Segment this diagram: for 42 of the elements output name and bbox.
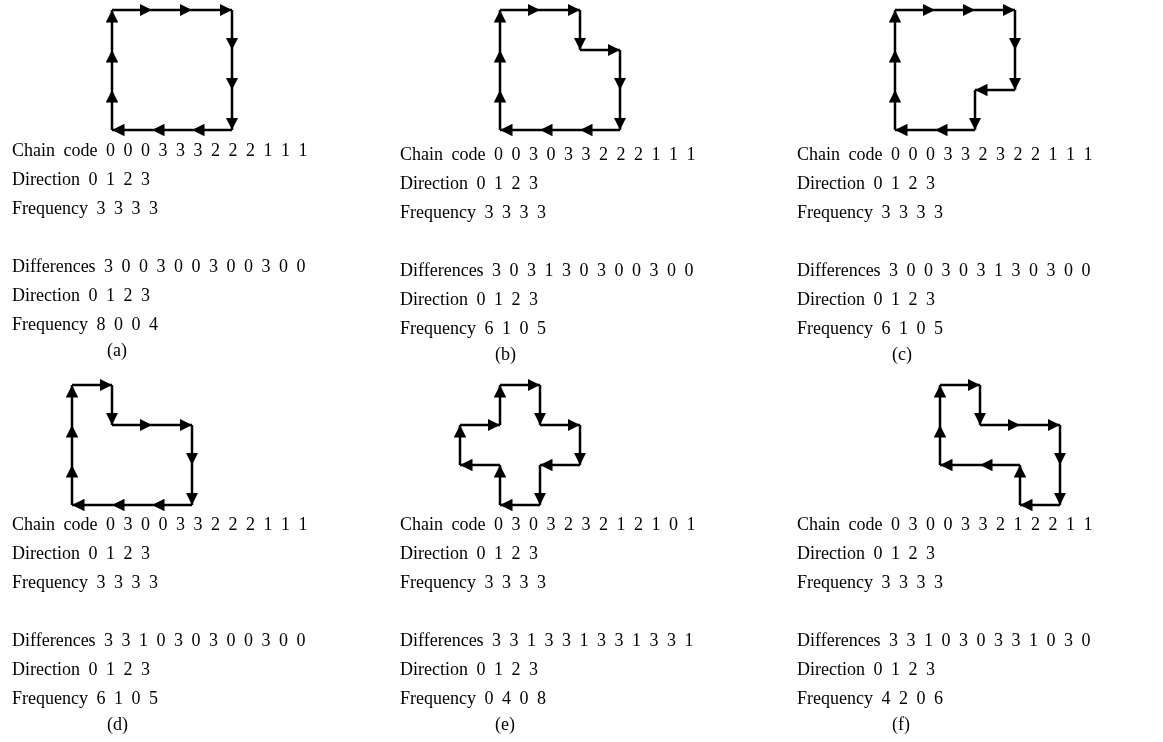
direction-text: Direction 0 1 2 3 bbox=[12, 285, 150, 305]
differences-text: Differences 3 3 1 3 3 1 3 3 1 3 3 1 bbox=[400, 630, 694, 650]
differences-text: Differences 3 3 1 0 3 0 3 3 1 0 3 0 bbox=[797, 630, 1091, 650]
differences-text: Differences 3 3 1 0 3 0 3 0 0 3 0 0 bbox=[12, 630, 306, 650]
panel-caption: (c) bbox=[892, 344, 912, 364]
frequency-text: Frequency 3 3 3 3 bbox=[797, 202, 943, 222]
frequency-text: Frequency 6 1 0 5 bbox=[797, 318, 943, 338]
chain-code-text: Chain code 0 3 0 0 3 3 2 1 2 2 1 1 bbox=[797, 514, 1093, 534]
direction-text: Direction 0 1 2 3 bbox=[12, 543, 150, 563]
differences-text: Differences 3 0 0 3 0 0 3 0 0 3 0 0 bbox=[12, 256, 306, 276]
panel-caption: (f) bbox=[892, 714, 910, 734]
frequency-text: Frequency 6 1 0 5 bbox=[400, 318, 546, 338]
chain-code-text: Chain code 0 0 0 3 3 2 3 2 2 1 1 1 bbox=[797, 144, 1093, 164]
direction-text: Direction 0 1 2 3 bbox=[400, 289, 538, 309]
frequency-text: Frequency 4 2 0 6 bbox=[797, 688, 943, 708]
frequency-text: Frequency 3 3 3 3 bbox=[400, 572, 546, 592]
direction-text: Direction 0 1 2 3 bbox=[797, 173, 935, 193]
differences-text: Differences 3 0 3 1 3 0 3 0 0 3 0 0 bbox=[400, 260, 694, 280]
direction-text: Direction 0 1 2 3 bbox=[797, 659, 935, 679]
panel-caption: (e) bbox=[495, 714, 515, 734]
panel-caption: (d) bbox=[107, 714, 128, 734]
frequency-text: Frequency 8 0 0 4 bbox=[12, 314, 158, 334]
direction-text: Direction 0 1 2 3 bbox=[400, 173, 538, 193]
direction-text: Direction 0 1 2 3 bbox=[12, 169, 150, 189]
chain-code-text: Chain code 0 0 0 3 3 3 2 2 2 1 1 1 bbox=[12, 140, 308, 160]
frequency-text: Frequency 3 3 3 3 bbox=[12, 198, 158, 218]
differences-text: Differences 3 0 0 3 0 3 1 3 0 3 0 0 bbox=[797, 260, 1091, 280]
direction-text: Direction 0 1 2 3 bbox=[797, 289, 935, 309]
chain-code-text: Chain code 0 3 0 3 2 3 2 1 2 1 0 1 bbox=[400, 514, 696, 534]
frequency-text: Frequency 3 3 3 3 bbox=[797, 572, 943, 592]
frequency-text: Frequency 3 3 3 3 bbox=[400, 202, 546, 222]
panel-caption: (a) bbox=[107, 340, 127, 360]
chain-code-text: Chain code 0 0 3 0 3 3 2 2 2 1 1 1 bbox=[400, 144, 696, 164]
frequency-text: Frequency 0 4 0 8 bbox=[400, 688, 546, 708]
chain-code-text: Chain code 0 3 0 0 3 3 2 2 2 1 1 1 bbox=[12, 514, 308, 534]
direction-text: Direction 0 1 2 3 bbox=[797, 543, 935, 563]
direction-text: Direction 0 1 2 3 bbox=[400, 659, 538, 679]
panel-caption: (b) bbox=[495, 344, 516, 364]
direction-text: Direction 0 1 2 3 bbox=[400, 543, 538, 563]
direction-text: Direction 0 1 2 3 bbox=[12, 659, 150, 679]
frequency-text: Frequency 3 3 3 3 bbox=[12, 572, 158, 592]
frequency-text: Frequency 6 1 0 5 bbox=[12, 688, 158, 708]
